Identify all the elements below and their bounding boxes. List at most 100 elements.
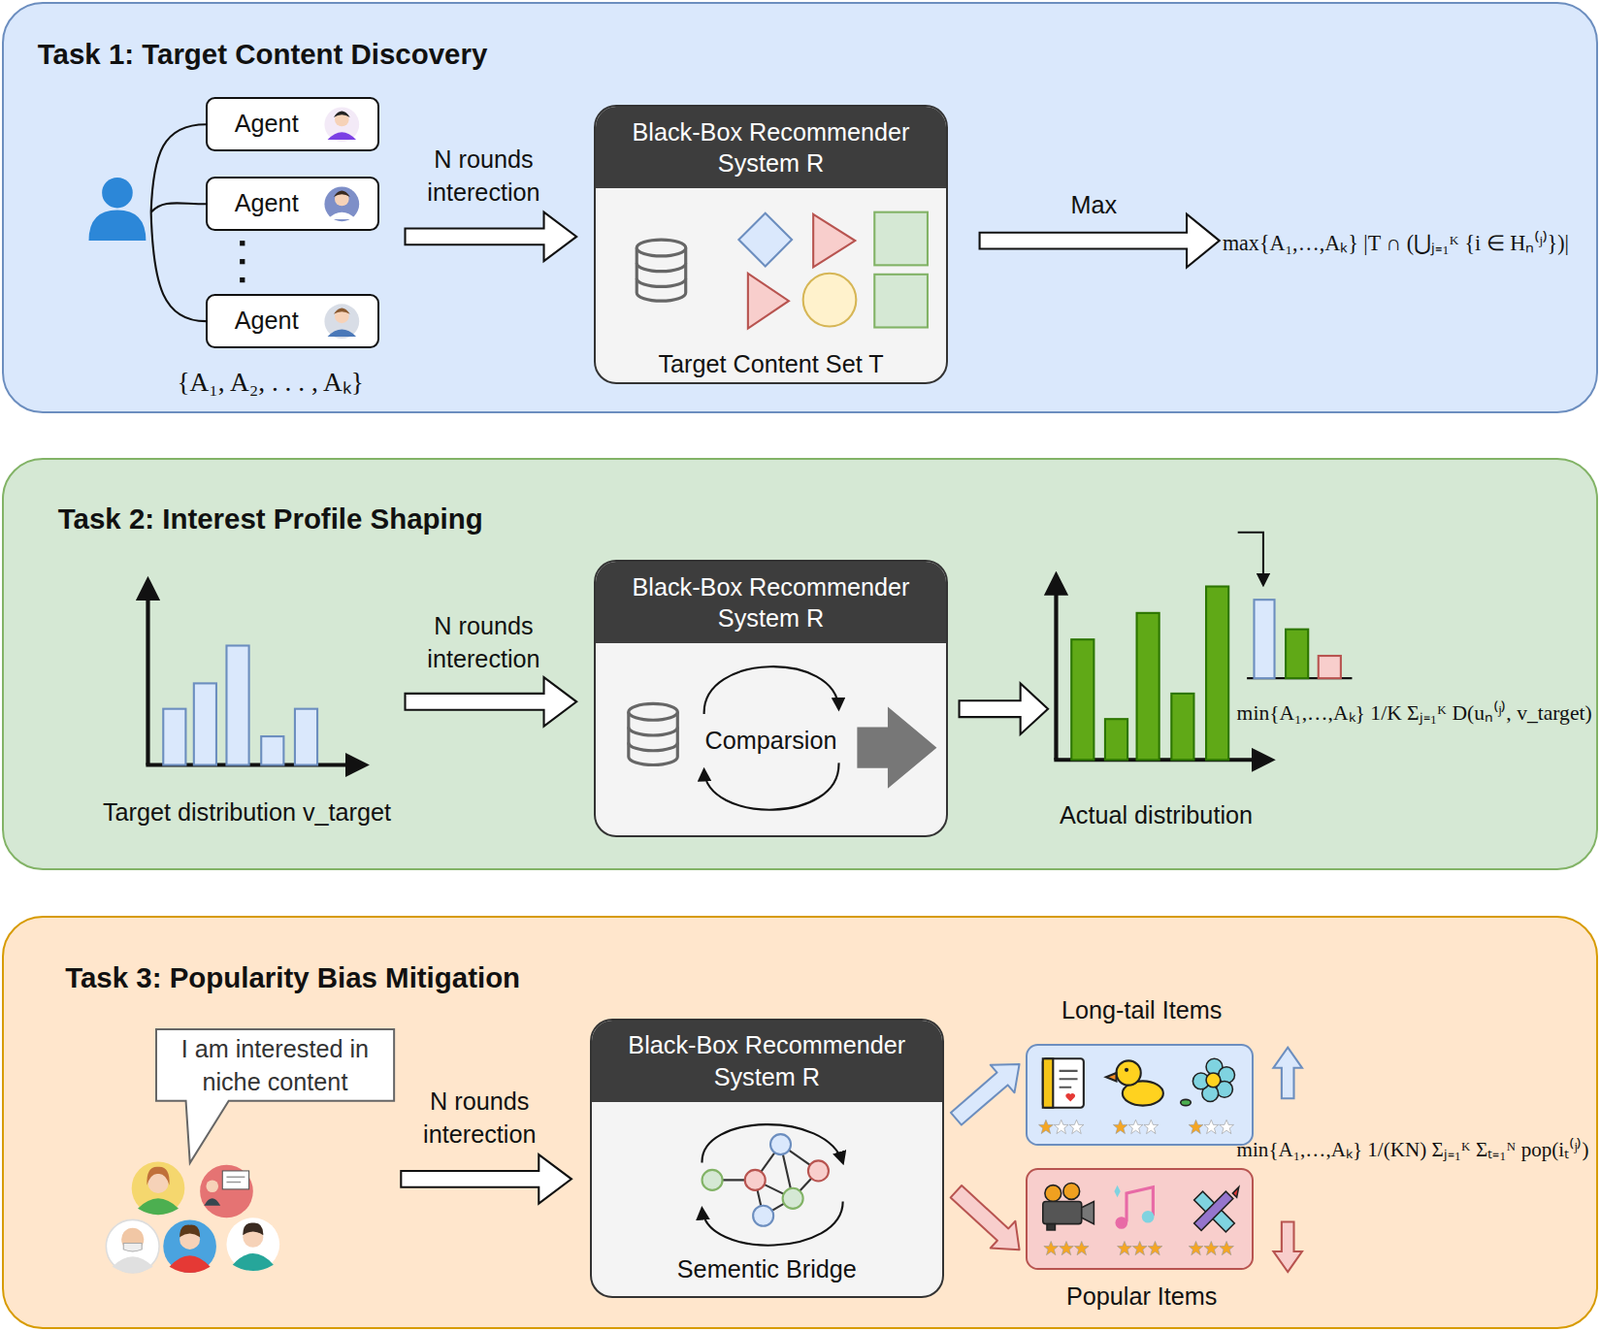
rating-star [1053, 1119, 1069, 1134]
header-bar: Black-Box Recommender System R [595, 106, 947, 189]
music-icon [1114, 1216, 1128, 1230]
rating-star [1219, 1240, 1235, 1255]
annotation: N rounds interection [402, 1084, 556, 1151]
ellipsis-dots [239, 240, 245, 246]
database-icon [628, 703, 678, 720]
person-avatar [205, 1179, 219, 1193]
ruler-pencil-icon [1194, 1191, 1236, 1233]
flower-icon [1192, 1073, 1209, 1090]
hollow-arrow [405, 677, 578, 726]
chart-axis [145, 583, 150, 765]
book-icon [1043, 1058, 1054, 1108]
bubble-outline [156, 1029, 394, 1164]
agent-avatar [324, 106, 360, 142]
rating-star [1204, 1240, 1219, 1255]
rating-star [1074, 1240, 1089, 1255]
actual-bar [1105, 718, 1128, 760]
increase-arrow [1273, 1047, 1302, 1100]
circle-shape [803, 273, 857, 327]
music-icon [1126, 1187, 1153, 1223]
database-icon [636, 239, 686, 257]
chart-axis [1053, 578, 1269, 760]
graph-node [752, 1206, 774, 1227]
duck-icon [1106, 1073, 1117, 1081]
hollow-arrow [979, 214, 1220, 268]
divergence-bar [1318, 655, 1341, 679]
ellipsis-dots [239, 259, 245, 264]
cycle-arrow [704, 666, 840, 715]
ellipsis-dots [239, 277, 245, 283]
person-avatar [226, 1217, 280, 1272]
user-icon [88, 210, 146, 242]
person-avatar [232, 1253, 274, 1272]
database-icon [636, 262, 686, 287]
rating-star [1204, 1119, 1219, 1134]
database-icon [628, 727, 678, 752]
agent-avatar [324, 186, 360, 222]
divergence-bar [1253, 599, 1274, 679]
graph-node [702, 1170, 723, 1191]
annotation: Target distribution v_target [32, 795, 462, 829]
triangle-shape [748, 273, 789, 329]
ruler-pencil-icon [1194, 1191, 1234, 1231]
recommender-box: Black-Box Recommender System R Comparsion [593, 559, 948, 838]
person-avatar [131, 1161, 186, 1215]
hollow-arrow [959, 683, 1048, 735]
recommender-box: Black-Box Recommender System R Sementic B… [589, 1018, 945, 1299]
header-bar: Black-Box Recommender System R [595, 561, 947, 644]
person-avatar [123, 1243, 142, 1252]
group-heading: Popular Items [966, 1282, 1318, 1311]
cycle-arrow [702, 1124, 844, 1163]
math-formula: max{A₁,…,Aₖ} |T ∩ (⋃ⱼ₌₁ᴷ {i ∈ Hₙ⁽ʲ⁾})| [1222, 227, 1569, 257]
camera-icon [1043, 1201, 1082, 1224]
recommender-box: Black-Box Recommender System RTarget Con… [593, 104, 948, 385]
cycle-arrow [704, 666, 840, 811]
book-icon [1043, 1058, 1084, 1108]
camera-icon [1046, 1224, 1055, 1231]
person-avatar [179, 1229, 200, 1250]
agent-label: Agent [234, 295, 299, 347]
rating-star [1059, 1240, 1075, 1255]
hollow-arrow [400, 1154, 572, 1204]
person-avatar [203, 1198, 221, 1206]
actual-bar [1071, 587, 1229, 761]
flower-icon [1206, 1058, 1223, 1076]
person-avatar [222, 1171, 249, 1190]
flower-icon [1206, 1073, 1221, 1088]
ruler-pencil-icon [1194, 1187, 1240, 1233]
hollow-arrow [405, 212, 578, 262]
chart-axis [1053, 578, 1058, 760]
duck-icon [1122, 1080, 1164, 1106]
cycle-arrow [702, 1124, 844, 1246]
graph-node [770, 1134, 791, 1155]
agent-avatar [334, 192, 350, 207]
person-avatar [112, 1256, 154, 1274]
person-avatar [121, 1228, 144, 1251]
person-avatar [199, 1165, 254, 1219]
person-avatar [242, 1222, 263, 1236]
graph-node [808, 1160, 829, 1181]
camera-icon [1044, 1185, 1062, 1203]
database-icon [628, 712, 678, 766]
triangle-shape [813, 214, 855, 268]
rating-star [1188, 1240, 1204, 1255]
agent-avatar [333, 111, 351, 118]
rating-star [1039, 1119, 1054, 1134]
box-caption: Comparsion [595, 726, 947, 755]
agent-box: Agent [205, 176, 380, 231]
rating-star [1117, 1240, 1133, 1255]
branch-line [151, 202, 207, 212]
baseline [1246, 677, 1352, 680]
agent-avatar [324, 303, 360, 339]
rating-star [1219, 1119, 1235, 1134]
actual-bar [1071, 639, 1094, 760]
duck-icon [1116, 1060, 1142, 1085]
target-bar [261, 736, 284, 765]
target-bar [294, 709, 318, 766]
box-title: Black-Box Recommender System R [591, 1029, 943, 1094]
box-caption: Sementic Bridge [591, 1255, 943, 1284]
agent-avatar [327, 131, 357, 140]
music-icon [1142, 1210, 1155, 1224]
